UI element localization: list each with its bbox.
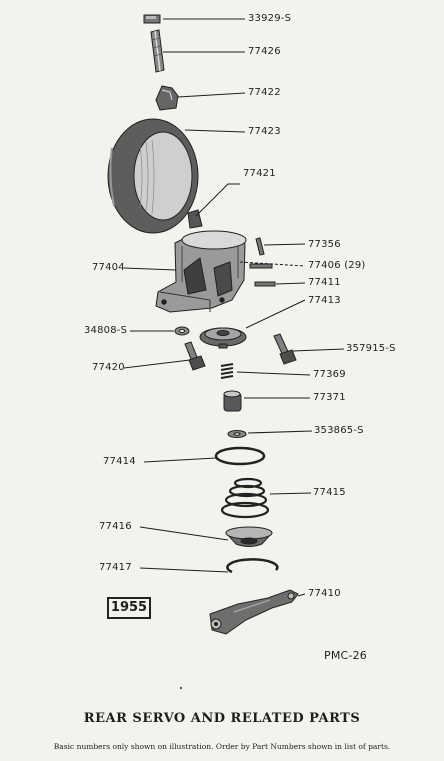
callout-353865: 353865-S	[314, 425, 364, 436]
lever-77410-part	[209, 589, 299, 635]
leader-77413	[245, 299, 306, 329]
bolt-77420-part	[184, 341, 206, 371]
leader-353865	[247, 430, 313, 434]
pin-77411-part	[254, 281, 276, 287]
footnote: Basic numbers only shown on illustration…	[53, 742, 391, 751]
leader-77404	[123, 267, 177, 271]
callout-77414: 77414	[103, 456, 136, 467]
callout-357915: 357915-S	[346, 343, 396, 354]
leader-77414	[143, 457, 217, 463]
leader-77356	[263, 243, 306, 246]
leader-77411	[275, 282, 306, 285]
leader-77421	[195, 183, 240, 217]
callout-77423: 77423	[248, 126, 281, 137]
leader-357915	[292, 348, 345, 352]
callout-77413: 77413	[308, 295, 341, 306]
strut-77422-part	[155, 85, 179, 111]
nut-33929-part	[143, 14, 161, 24]
piston-77413-part	[199, 327, 247, 349]
plug-77371-part	[223, 390, 242, 412]
callout-77426: 77426	[248, 46, 281, 57]
leader-77422	[177, 92, 246, 98]
spring-77369-part	[220, 363, 234, 379]
washer-353865-part	[227, 430, 247, 438]
callout-77422: 77422	[248, 87, 281, 98]
leader-77416	[139, 526, 229, 541]
model-year-box: 1955	[107, 597, 151, 619]
pin-77356-part	[255, 237, 265, 256]
leader-77420	[123, 359, 191, 369]
callout-77404: 77404	[92, 262, 125, 273]
leader-77417	[139, 567, 229, 573]
leader-77406	[239, 261, 306, 267]
pin-77406-part	[249, 263, 273, 269]
band-77423-part	[107, 118, 199, 234]
callout-77415: 77415	[313, 487, 346, 498]
leader-77423	[184, 129, 246, 133]
plate-code: PMC-26	[324, 649, 367, 662]
callout-77421: 77421	[243, 168, 276, 179]
callout-77410: 77410	[308, 588, 341, 599]
callout-34808: 34808-S	[84, 325, 128, 336]
washer-34808-part	[174, 326, 190, 336]
callout-77417: 77417	[99, 562, 132, 573]
anchor-77421-part	[187, 209, 203, 229]
bolt-357915-part	[273, 333, 297, 365]
leader-77369	[236, 371, 311, 376]
leader-77410	[297, 593, 306, 597]
leader-77415	[269, 492, 312, 495]
retainer-77416-part	[225, 526, 273, 547]
callout-77371: 77371	[313, 392, 346, 403]
callout-77356: 77356	[308, 239, 341, 250]
callout-77369: 77369	[313, 369, 346, 380]
callout-77420: 77420	[92, 362, 125, 373]
callout-33929: 33929-S	[248, 13, 292, 24]
print-speck	[179, 686, 183, 690]
callout-77406: 77406 (29)	[308, 260, 366, 271]
callout-77411: 77411	[308, 277, 341, 288]
servo-body-77404-part	[155, 230, 247, 313]
ring-77414-part	[214, 446, 266, 466]
pin-77426-part	[150, 29, 165, 73]
diagram-title: REAR SERVO AND RELATED PARTS	[83, 711, 361, 726]
callout-77416: 77416	[99, 521, 132, 532]
spring-77415-part	[220, 477, 270, 519]
ring-77417-part	[226, 558, 279, 574]
